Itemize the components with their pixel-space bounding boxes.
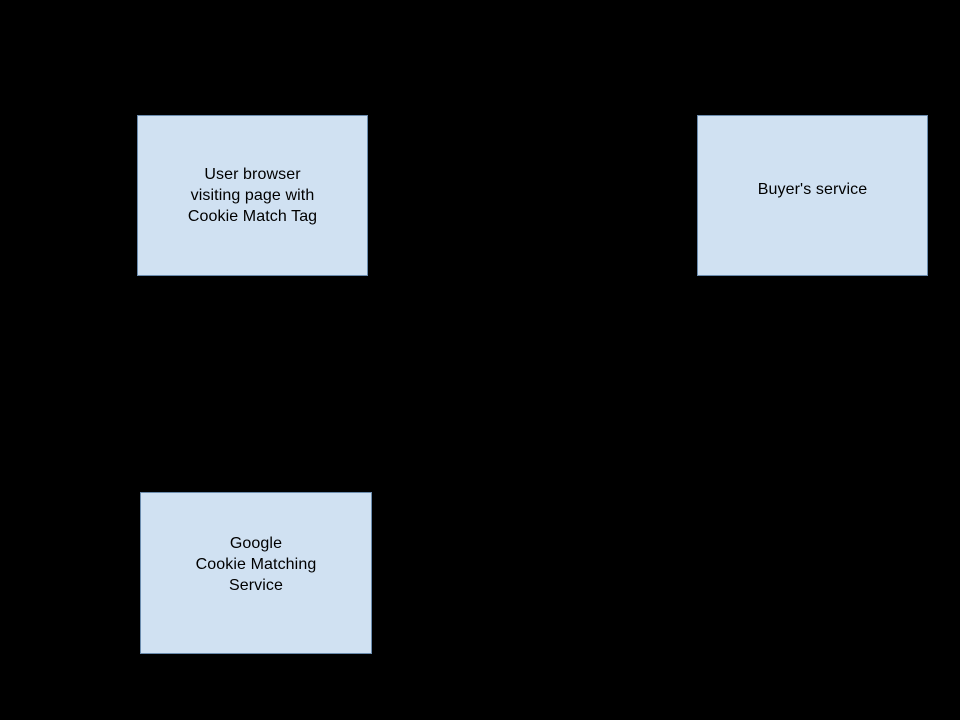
node-user-browser-label: User browser visiting page with Cookie M… [187,166,318,225]
connector-google-cookie-matching-to-buyers-service [372,573,812,574]
node-user-browser[interactable]: User browser visiting page with Cookie M… [137,115,368,276]
node-buyers-service[interactable]: Buyer's service [697,115,928,276]
connector-user-browser-to-buyers-service [368,195,697,196]
node-google-cookie-matching-service[interactable]: Google Cookie Matching Service [140,492,372,654]
node-google-cookie-matching-service-label: Google Cookie Matching Service [195,535,317,594]
connector-user-browser-to-google-cookie-matching [252,276,253,492]
node-buyers-service-label: Buyer's service [757,181,868,198]
